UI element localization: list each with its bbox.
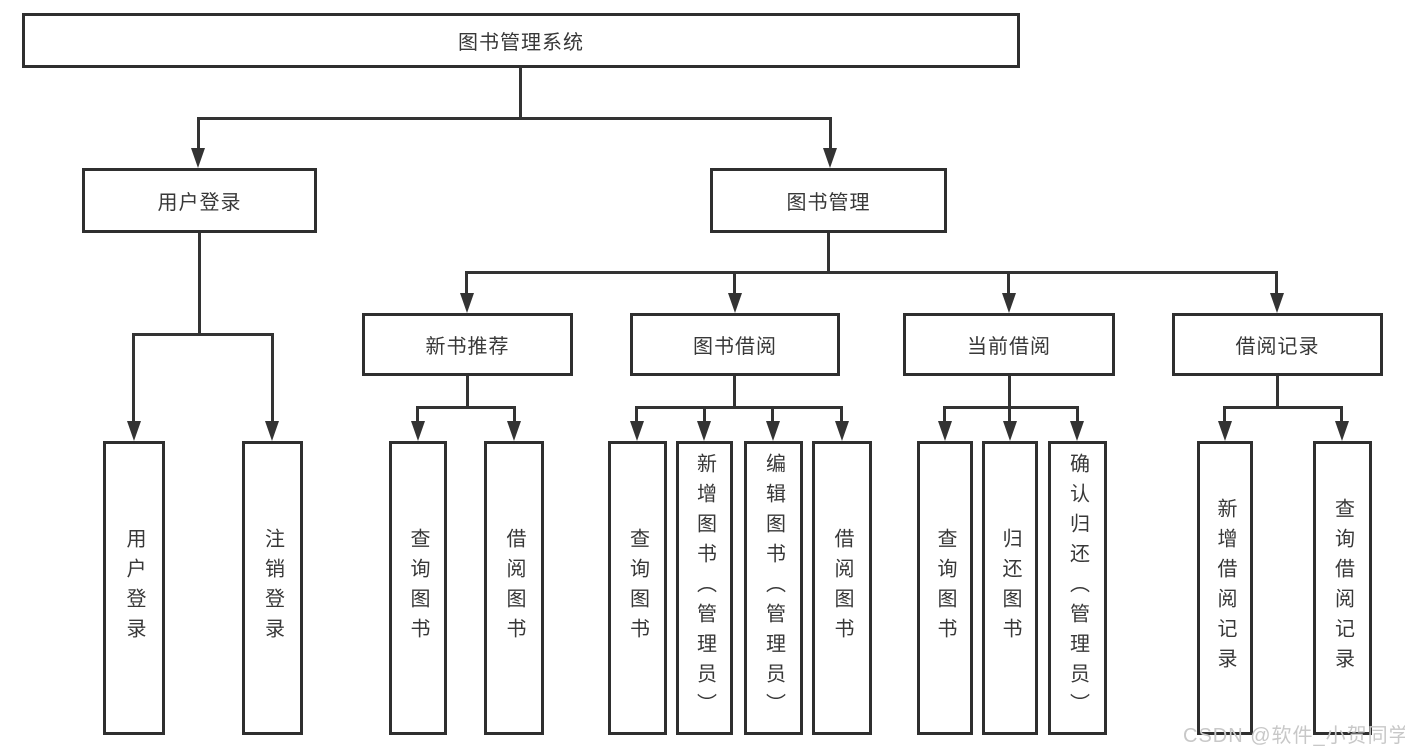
leaf-add-borrow-record-label: 新增借阅记录 bbox=[1214, 498, 1236, 678]
connector bbox=[513, 406, 516, 423]
connector bbox=[1223, 406, 1226, 423]
arrow-down-icon bbox=[1335, 421, 1349, 441]
arrow-down-icon bbox=[823, 148, 837, 168]
node-book-management-label: 图书管理 bbox=[786, 192, 871, 214]
node-current-borrow-label: 当前借阅 bbox=[967, 336, 1051, 358]
connector bbox=[827, 233, 830, 273]
csdn-watermark: CSDN @软件_小贺同学 bbox=[1183, 725, 1405, 747]
leaf-query-books-current: 查询图书 bbox=[917, 441, 973, 735]
arrow-down-icon bbox=[728, 293, 742, 313]
connector bbox=[733, 376, 736, 408]
connector bbox=[132, 333, 274, 336]
leaf-query-books-borrow-label: 查询图书 bbox=[626, 528, 649, 648]
node-user-login-label: 用户登录 bbox=[157, 192, 242, 214]
leaf-query-books-current-label: 查询图书 bbox=[934, 528, 956, 648]
leaf-logout: 注销登录 bbox=[242, 441, 303, 735]
node-root-label: 图书管理系统 bbox=[458, 32, 584, 54]
leaf-edit-books-admin-label: 编辑图书（管理员） bbox=[762, 453, 785, 723]
connector bbox=[771, 406, 774, 423]
connector bbox=[466, 376, 469, 408]
connector bbox=[198, 233, 201, 335]
arrow-down-icon bbox=[630, 421, 644, 441]
arrow-down-icon bbox=[507, 421, 521, 441]
leaf-user-login: 用户登录 bbox=[103, 441, 165, 735]
connector bbox=[197, 117, 200, 150]
connector bbox=[132, 333, 135, 422]
leaf-borrow-books-recommend-label: 借阅图书 bbox=[503, 528, 525, 648]
connector bbox=[1223, 406, 1343, 409]
leaf-query-borrow-record-label: 查询借阅记录 bbox=[1331, 498, 1354, 678]
arrow-down-icon bbox=[938, 421, 952, 441]
connector bbox=[943, 406, 946, 423]
leaf-query-books-recommend-label: 查询图书 bbox=[407, 528, 429, 648]
connector bbox=[1340, 406, 1343, 423]
node-borrow-records-label: 借阅记录 bbox=[1235, 336, 1320, 358]
arrow-down-icon bbox=[835, 421, 849, 441]
leaf-return-books-label: 归还图书 bbox=[999, 528, 1021, 648]
connector bbox=[840, 406, 843, 423]
leaf-edit-books-admin: 编辑图书（管理员） bbox=[744, 441, 803, 735]
node-book-borrow: 图书借阅 bbox=[630, 313, 840, 376]
leaf-add-books-admin-label: 新增图书（管理员） bbox=[693, 453, 716, 723]
node-new-book-recommend: 新书推荐 bbox=[362, 313, 573, 376]
connector bbox=[829, 117, 832, 150]
node-user-login: 用户登录 bbox=[82, 168, 317, 233]
connector bbox=[1275, 271, 1278, 295]
node-book-borrow-label: 图书借阅 bbox=[693, 336, 777, 358]
connector bbox=[1007, 271, 1010, 295]
node-root: 图书管理系统 bbox=[22, 13, 1020, 68]
arrow-down-icon bbox=[766, 421, 780, 441]
leaf-borrow-books-recommend: 借阅图书 bbox=[484, 441, 544, 735]
leaf-borrow-books: 借阅图书 bbox=[812, 441, 872, 735]
leaf-query-books-recommend: 查询图书 bbox=[389, 441, 447, 735]
connector bbox=[1276, 376, 1279, 408]
connector bbox=[1076, 406, 1079, 423]
connector bbox=[1008, 406, 1011, 423]
arrow-down-icon bbox=[1270, 293, 1284, 313]
leaf-confirm-return-admin: 确认归还（管理员） bbox=[1048, 441, 1107, 735]
leaf-borrow-books-label: 借阅图书 bbox=[831, 528, 853, 648]
connector bbox=[519, 67, 522, 120]
arrow-down-icon bbox=[1003, 421, 1017, 441]
connector bbox=[943, 406, 1079, 409]
leaf-return-books: 归还图书 bbox=[982, 441, 1038, 735]
connector bbox=[271, 333, 274, 422]
arrow-down-icon bbox=[411, 421, 425, 441]
leaf-add-books-admin: 新增图书（管理员） bbox=[676, 441, 733, 735]
arrow-down-icon bbox=[1070, 421, 1084, 441]
connector bbox=[703, 406, 706, 423]
arrow-down-icon bbox=[1218, 421, 1232, 441]
connector bbox=[1008, 376, 1011, 408]
leaf-query-borrow-record: 查询借阅记录 bbox=[1313, 441, 1372, 735]
arrow-down-icon bbox=[191, 148, 205, 168]
leaf-logout-label: 注销登录 bbox=[261, 528, 284, 648]
arrow-down-icon bbox=[265, 421, 279, 441]
leaf-add-borrow-record: 新增借阅记录 bbox=[1197, 441, 1253, 735]
connector bbox=[635, 406, 843, 409]
connector bbox=[465, 271, 468, 295]
arrow-down-icon bbox=[697, 421, 711, 441]
leaf-query-books-borrow: 查询图书 bbox=[608, 441, 667, 735]
node-current-borrow: 当前借阅 bbox=[903, 313, 1115, 376]
leaf-confirm-return-admin-label: 确认归还（管理员） bbox=[1066, 453, 1089, 723]
connector bbox=[416, 406, 419, 423]
connector bbox=[465, 271, 1278, 274]
connector bbox=[197, 117, 831, 120]
connector bbox=[733, 271, 736, 295]
connector bbox=[416, 406, 516, 409]
arrow-down-icon bbox=[127, 421, 141, 441]
arrow-down-icon bbox=[460, 293, 474, 313]
connector bbox=[635, 406, 638, 423]
node-new-book-recommend-label: 新书推荐 bbox=[425, 336, 510, 358]
node-borrow-records: 借阅记录 bbox=[1172, 313, 1383, 376]
leaf-user-login-label: 用户登录 bbox=[123, 528, 145, 648]
node-book-management: 图书管理 bbox=[710, 168, 947, 233]
arrow-down-icon bbox=[1002, 293, 1016, 313]
